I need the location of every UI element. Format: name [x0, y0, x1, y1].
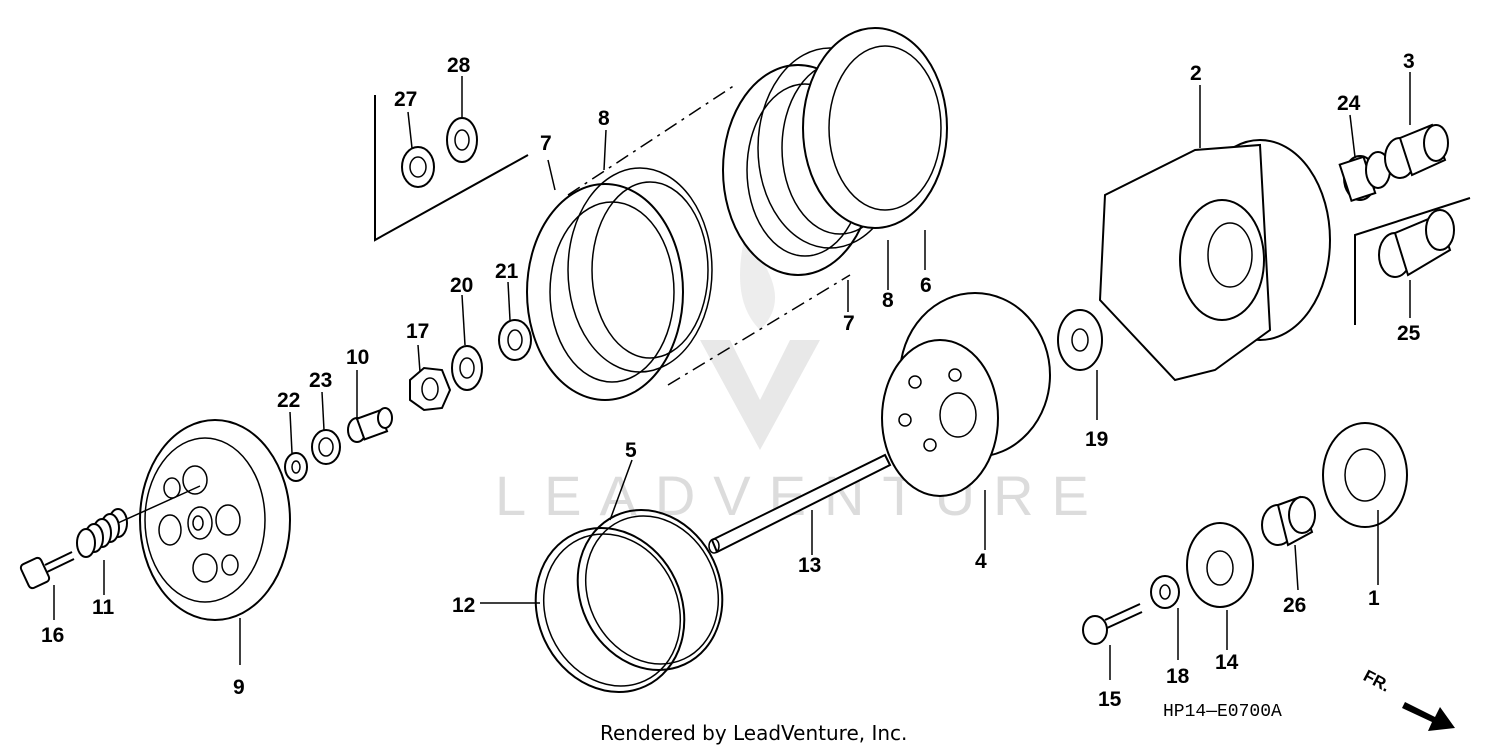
- label-4: 4: [975, 550, 987, 573]
- label-19: 19: [1085, 428, 1108, 451]
- label-11: 11: [92, 596, 115, 619]
- label-12: 12: [452, 594, 475, 617]
- label-1: 1: [1368, 587, 1380, 610]
- label-26: 26: [1283, 594, 1306, 617]
- label-25: 25: [1397, 322, 1421, 345]
- part-4-clutch-center: [881, 292, 1051, 497]
- part-16-bolt: [19, 551, 75, 590]
- alignment-lines: [567, 84, 851, 386]
- front-label: FR.: [1360, 666, 1393, 696]
- front-direction-indicator: FR.: [1360, 666, 1455, 731]
- label-8b: 8: [882, 289, 894, 312]
- label-6: 6: [920, 274, 932, 297]
- label-23: 23: [309, 369, 332, 392]
- part-1-primary-gear: [1322, 422, 1408, 528]
- label-15: 15: [1098, 688, 1122, 711]
- part-19-thrust-washer: [1057, 309, 1103, 371]
- bracket-3-25: [1354, 197, 1471, 325]
- label-27: 27: [394, 88, 417, 111]
- label-10: 10: [346, 346, 369, 369]
- part-15-bolt: [1082, 603, 1143, 645]
- part-2-clutch-outer: [1098, 139, 1331, 382]
- label-20: 20: [450, 274, 473, 297]
- part-11-spring: [76, 485, 201, 558]
- part-12-o-ring: [534, 527, 686, 693]
- part-8-clutch-plate-front: [567, 167, 713, 373]
- label-16: 16: [41, 624, 64, 647]
- diagram-code: HP14—E0700A: [1163, 702, 1282, 722]
- part-13-lifter-rod: [708, 453, 892, 554]
- leader-lines: [53, 72, 1411, 680]
- part-26-collar: [1261, 495, 1316, 547]
- part-21-washer: [498, 319, 532, 361]
- part-10-lifter: [347, 407, 393, 443]
- part-5-o-ring: [576, 509, 724, 671]
- label-2: 2: [1190, 62, 1202, 85]
- label-5: 5: [625, 439, 637, 462]
- label-3: 3: [1403, 50, 1415, 73]
- label-14: 14: [1215, 651, 1239, 674]
- part-7-friction-disc-front: [526, 183, 684, 401]
- part-27-washer: [401, 146, 435, 188]
- label-22: 22: [277, 389, 300, 412]
- part-17-nut: [409, 366, 452, 412]
- label-18: 18: [1166, 665, 1190, 688]
- label-7a: 7: [540, 132, 552, 155]
- label-9: 9: [233, 676, 245, 699]
- label-7b: 7: [843, 312, 855, 335]
- watermark: LEADVENTURE: [495, 235, 1107, 527]
- part-23-bearing: [311, 429, 341, 465]
- part-24-needle-bearing: [1338, 151, 1391, 203]
- part-22-washer: [284, 452, 308, 482]
- part-18-washer: [1150, 575, 1180, 609]
- label-8a: 8: [598, 107, 610, 130]
- label-24: 24: [1337, 92, 1361, 115]
- label-28: 28: [447, 54, 471, 77]
- part-labels: 1 2 3 4 5 6 7 7 8 8 9 10 11 12 13 14 15 …: [41, 50, 1421, 711]
- label-13: 13: [798, 554, 821, 577]
- front-arrow-icon: [1402, 702, 1455, 731]
- watermark-logo-icon: [700, 340, 820, 450]
- watermark-flame-icon: [740, 235, 776, 330]
- label-17: 17: [406, 320, 429, 343]
- part-9-pressure-plate: [139, 419, 291, 621]
- label-21: 21: [495, 260, 519, 283]
- watermark-text: LEADVENTURE: [495, 464, 1107, 527]
- part-25-collar: [1378, 209, 1455, 278]
- part-28-lock-washer: [446, 117, 478, 163]
- render-credit: Rendered by LeadVenture, Inc.: [600, 721, 907, 745]
- part-6-friction-disc: [802, 27, 948, 229]
- part-20-lock-washer: [451, 345, 483, 391]
- bracket-27-28: [374, 95, 529, 242]
- part-3-collar: [1384, 123, 1449, 179]
- part-14-gear: [1186, 522, 1254, 608]
